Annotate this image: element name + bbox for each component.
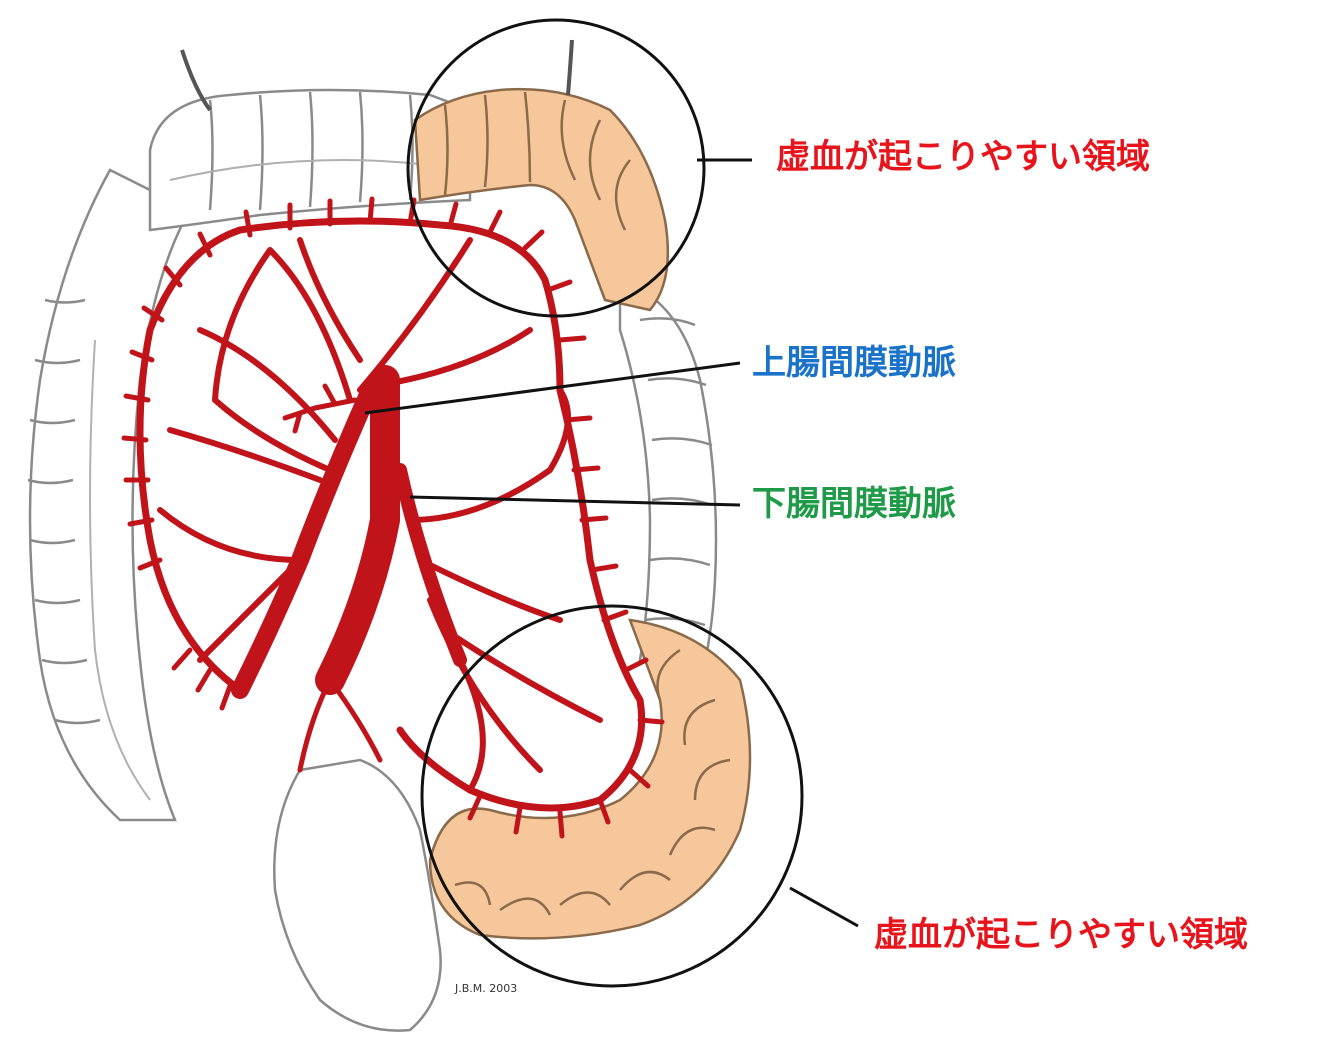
rectal-branches (300, 680, 380, 770)
artist-signature: J.B.M. 2003 (454, 982, 517, 995)
ima-label: 下腸間膜動脈 (752, 487, 956, 521)
ileocolic-arcades (160, 250, 350, 660)
middle-colic-arcades (300, 240, 530, 390)
rectum (274, 760, 440, 1031)
leader-line-bottom (790, 888, 858, 926)
ischemia-region-label-bottom: 虚血が起こりやすい領域 (874, 918, 1248, 952)
ischemia-region-label-top: 虚血が起こりやすい領域 (776, 140, 1150, 174)
sma-label: 上腸間膜動脈 (752, 346, 956, 380)
arteries (140, 221, 642, 808)
